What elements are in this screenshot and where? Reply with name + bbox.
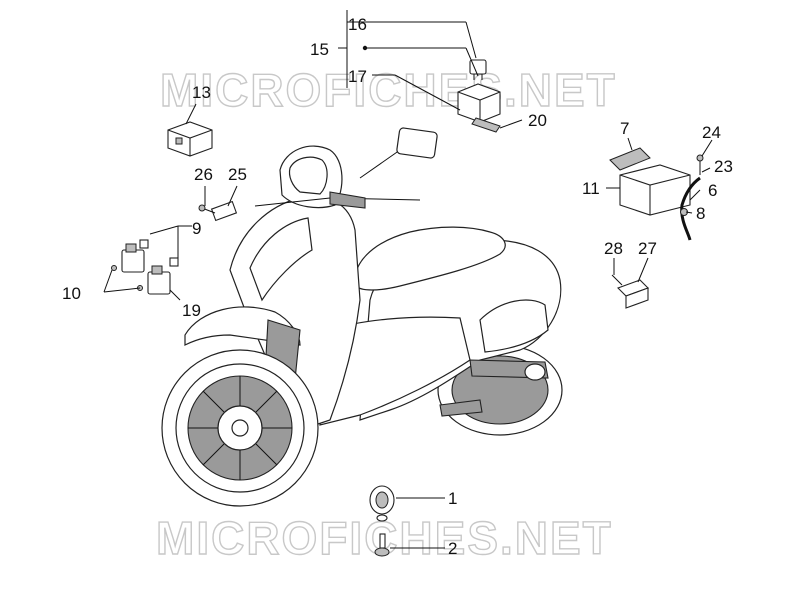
part-battery-11 (609, 147, 691, 216)
callout-16: 16 (348, 15, 367, 34)
part-bracket-27-28 (611, 274, 649, 309)
callout-28: 28 (604, 239, 623, 258)
callout-7: 7 (620, 119, 629, 138)
part-cable-6-8-23-24 (680, 154, 704, 241)
scooter-illustration (161, 127, 563, 507)
watermark-top: MICROFICHES.NET (160, 64, 617, 116)
part-relay-17 (457, 83, 501, 133)
part-connectors-9-10-19 (111, 239, 179, 295)
callout-8: 8 (696, 204, 705, 223)
part-bolt-2 (374, 533, 390, 557)
callout-17: 17 (348, 67, 367, 86)
part-horn-1 (369, 485, 395, 522)
callout-1: 1 (448, 489, 457, 508)
callout-labels: 16 15 17 20 13 26 25 9 10 19 7 11 24 23 … (62, 15, 733, 558)
callout-23: 23 (714, 157, 733, 176)
callout-15: 15 (310, 40, 329, 59)
callout-26: 26 (194, 165, 213, 184)
callout-13: 13 (192, 83, 211, 102)
callout-2: 2 (448, 539, 457, 558)
callout-6: 6 (708, 181, 717, 200)
callout-19: 19 (182, 301, 201, 320)
callout-20: 20 (528, 111, 547, 130)
leader-lines (103, 10, 713, 549)
part-fuse-16 (469, 59, 487, 80)
part-relay-13 (167, 121, 213, 157)
callout-24: 24 (702, 123, 721, 142)
part-bracket-25-26 (198, 200, 238, 222)
callout-25: 25 (228, 165, 247, 184)
callout-9: 9 (192, 219, 201, 238)
callout-10: 10 (62, 284, 81, 303)
callout-11: 11 (582, 179, 600, 198)
callout-27: 27 (638, 239, 657, 258)
